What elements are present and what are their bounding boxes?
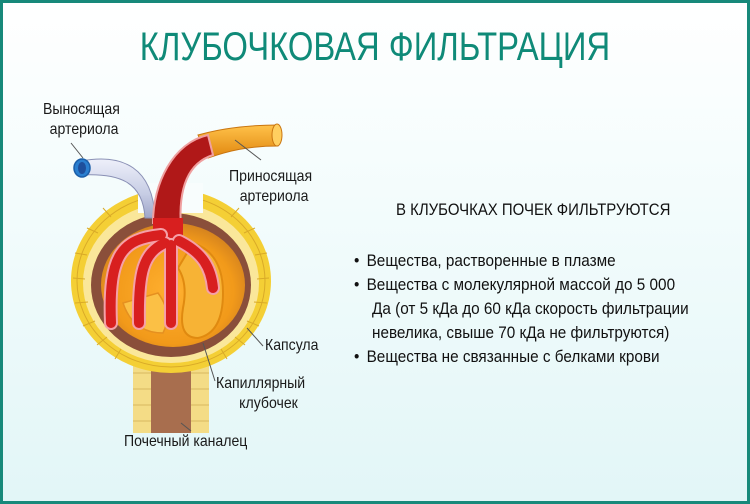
panel-heading: В КЛУБОЧКАХ ПОЧЕК ФИЛЬТРУЮТСЯ bbox=[396, 200, 671, 219]
label-line: Капиллярный bbox=[216, 375, 306, 392]
glomerulus-diagram bbox=[70, 123, 283, 433]
label-afferent-arteriole: Приносящая артериола bbox=[229, 167, 312, 207]
leader-lines bbox=[70, 139, 264, 432]
item-text: Вещества, растворенные в плазме bbox=[366, 251, 616, 270]
page-title: КЛУБОЧКОВАЯ ФИЛЬТРАЦИЯ bbox=[139, 25, 611, 69]
list-item: • Вещества не связанные с белками крови bbox=[354, 345, 689, 369]
label-line: артериола bbox=[49, 121, 119, 138]
item-text: Вещества с молекулярной массой до 5 000 bbox=[366, 275, 676, 294]
item-text: Да (от 5 кДа до 60 кДа скорость фильтрац… bbox=[372, 299, 689, 318]
label-line: Приносящая bbox=[229, 168, 313, 185]
label-line: клубочек bbox=[239, 395, 298, 412]
efferent-arteriole bbox=[73, 158, 156, 219]
item-text: невелика, свыше 70 кДа не фильтруются) bbox=[372, 323, 670, 342]
list-item: • Вещества, растворенные в плазме bbox=[354, 249, 689, 273]
item-text: Вещества не связанные с белками крови bbox=[366, 347, 660, 366]
label-line: артериола bbox=[239, 188, 309, 205]
label-capillary-glomerulus: Капиллярный клубочек bbox=[216, 374, 305, 414]
label-efferent-arteriole: Выносящая артериола bbox=[43, 100, 120, 140]
label-capsule: Капсула bbox=[265, 337, 319, 354]
filtered-substances-list: • Вещества, растворенные в плазме • Веще… bbox=[354, 249, 726, 369]
capillary-loops bbox=[103, 133, 220, 330]
label-line: Выносящая bbox=[43, 101, 120, 118]
list-item: • Вещества с молекулярной массой до 5 00… bbox=[354, 273, 689, 345]
bullet-icon: • bbox=[354, 347, 360, 366]
bullet-icon: • bbox=[354, 275, 360, 294]
bullet-icon: • bbox=[354, 251, 360, 270]
label-renal-tubule: Почечный каналец bbox=[124, 433, 248, 450]
afferent-arteriole bbox=[197, 123, 283, 159]
